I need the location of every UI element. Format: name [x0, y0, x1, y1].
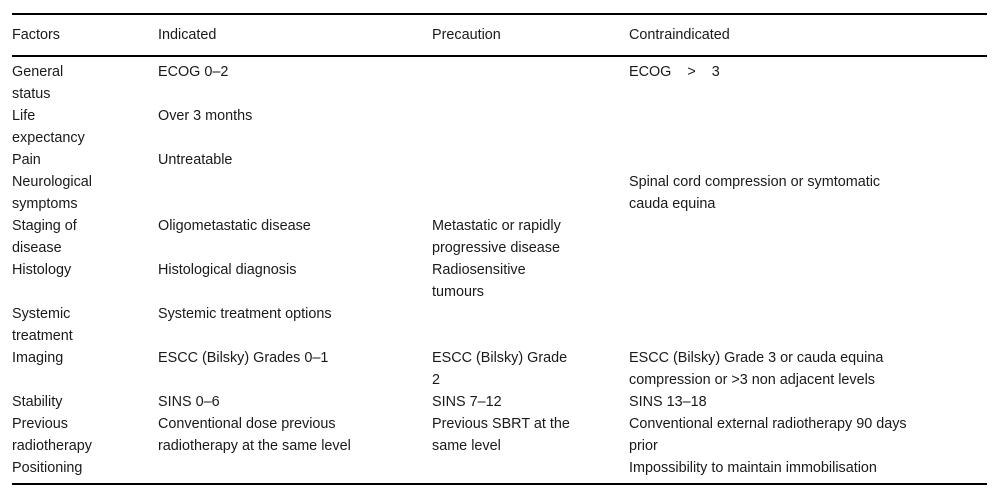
table-header-rule [12, 55, 987, 57]
cell-text-factors: Pain [12, 152, 41, 168]
table-cell-indicated: Histological diagnosis [158, 259, 432, 303]
cell-text-indicated: Over 3 months [158, 108, 253, 124]
table-cell-precaution [432, 105, 629, 149]
table-row: Histology Histological diagnosis Radiosens… [12, 259, 987, 303]
cell-text-indicated: Systemic treatment options [158, 306, 332, 322]
cell-text-contraindicated: SINS 13–18 [629, 394, 707, 410]
cell-text-contraindicated: Spinal cord compression or symtomatic ca… [629, 174, 881, 212]
table-cell-precaution [432, 171, 629, 215]
cell-text-contraindicated: ECOG > 3 [629, 64, 720, 80]
column-header-factors: Factors [12, 27, 60, 43]
table-cell-indicated: Over 3 months [158, 105, 432, 149]
cell-text-precaution: Previous SBRT at the same level [432, 416, 570, 454]
cell-text-indicated: Conventional dose previous radiotherapy … [158, 416, 351, 454]
cell-text-factors: Staging of disease [12, 218, 77, 256]
cell-text-factors: Previous radiotherapy [12, 416, 92, 454]
cell-text-precaution: Metastatic or rapidly progressive diseas… [432, 218, 561, 256]
table-bottom-rule [12, 483, 987, 485]
cell-text-factors: Life expectancy [12, 108, 85, 146]
cell-text-indicated: Histological diagnosis [158, 262, 297, 278]
cell-text-factors: Systemic treatment [12, 306, 73, 344]
table-cell-precaution [432, 303, 629, 347]
cell-text-contraindicated: ESCC (Bilsky) Grade 3 or cauda equina co… [629, 350, 884, 388]
table-cell-factors: Pain [12, 149, 158, 171]
table-row: Life expectancy Over 3 months [12, 105, 987, 149]
table-cell-contraindicated [629, 149, 987, 171]
table-header-row: Factors Indicated Precaution Contraindic… [12, 15, 987, 55]
cell-text-contraindicated: Conventional external radiotherapy 90 da… [629, 416, 907, 454]
table-row: Systemic treatment Systemic treatment opt… [12, 303, 987, 347]
table-cell-factors: Life expectancy [12, 105, 158, 149]
cell-text-factors: Histology [12, 262, 72, 278]
table-cell-factors: Stability [12, 391, 158, 413]
table-cell-contraindicated: Conventional external radiotherapy 90 da… [629, 413, 987, 457]
table-cell-contraindicated [629, 303, 987, 347]
sbrt-eligibility-table-body: General status ECOG 0–2 ECOG > 3 Life expec… [12, 57, 987, 483]
table-cell-factors: Neurological symptoms [12, 171, 158, 215]
table-body: General status ECOG 0–2 ECOG > 3 Life expec… [12, 57, 987, 483]
cell-text-indicated: Untreatable [158, 152, 233, 168]
table-cell-factors: General status [12, 57, 158, 105]
table-cell-precaution: Metastatic or rapidly progressive diseas… [432, 215, 629, 259]
cell-text-indicated: ESCC (Bilsky) Grades 0–1 [158, 350, 329, 366]
table-cell-factors: Staging of disease [12, 215, 158, 259]
table-header: Factors Indicated Precaution Contraindic… [12, 15, 987, 55]
cell-text-factors: Positioning [12, 460, 83, 476]
table-cell-precaution: Previous SBRT at the same level [432, 413, 629, 457]
sbrt-eligibility-table: Factors Indicated Precaution Contraindic… [12, 15, 987, 55]
table-cell-factors: Systemic treatment [12, 303, 158, 347]
table-cell-contraindicated [629, 259, 987, 303]
cell-text-factors: Imaging [12, 350, 64, 366]
table-cell-precaution: SINS 7–12 [432, 391, 629, 413]
table-row: Imaging ESCC (Bilsky) Grades 0–1 ESCC (Bil… [12, 347, 987, 391]
table-row: Stability SINS 0–6 SINS 7–12 SINS 13–18 [12, 391, 987, 413]
table-cell-contraindicated: SINS 13–18 [629, 391, 987, 413]
table-cell-contraindicated: Impossibility to maintain immobilisation [629, 457, 987, 483]
table-cell-precaution [432, 149, 629, 171]
table-row: Pain Untreatable [12, 149, 987, 171]
table-cell-contraindicated: Spinal cord compression or symtomatic ca… [629, 171, 987, 215]
table-cell-contraindicated: ECOG > 3 [629, 57, 987, 105]
table-row: Positioning Impossibility to maintain imm… [12, 457, 987, 483]
table-cell-contraindicated [629, 105, 987, 149]
column-header-precaution: Precaution [432, 27, 501, 43]
table-cell-factors: Histology [12, 259, 158, 303]
table-cell-indicated: Systemic treatment options [158, 303, 432, 347]
table-cell-contraindicated: ESCC (Bilsky) Grade 3 or cauda equina co… [629, 347, 987, 391]
table-cell-indicated: Oligometastatic disease [158, 215, 432, 259]
table-cell-factors: Previous radiotherapy [12, 413, 158, 457]
table-cell-precaution [432, 457, 629, 483]
table-cell-factors: Imaging [12, 347, 158, 391]
cell-text-indicated: Oligometastatic disease [158, 218, 311, 234]
table-cell-indicated [158, 457, 432, 483]
table-cell-indicated [158, 171, 432, 215]
table-cell-factors: Positioning [12, 457, 158, 483]
table-cell-indicated: SINS 0–6 [158, 391, 432, 413]
column-header-contraindicated: Contraindicated [629, 27, 730, 43]
cell-text-precaution: SINS 7–12 [432, 394, 502, 410]
table-cell-precaution: Radiosensitive tumours [432, 259, 629, 303]
cell-text-indicated: ECOG 0–2 [158, 64, 229, 80]
cell-text-factors: Stability [12, 394, 63, 410]
cell-text-factors: Neurological symptoms [12, 174, 92, 212]
cell-text-indicated: SINS 0–6 [158, 394, 220, 410]
cell-text-precaution: ESCC (Bilsky) Grade 2 [432, 350, 568, 388]
table-cell-indicated: ESCC (Bilsky) Grades 0–1 [158, 347, 432, 391]
table-cell-contraindicated [629, 215, 987, 259]
table-row: Neurological symptoms Spinal cord compres… [12, 171, 987, 215]
table-cell-precaution [432, 57, 629, 105]
table-cell-indicated: Untreatable [158, 149, 432, 171]
table-row: General status ECOG 0–2 ECOG > 3 [12, 57, 987, 105]
table-cell-indicated: ECOG 0–2 [158, 57, 432, 105]
column-header-indicated: Indicated [158, 27, 217, 43]
table-row: Staging of disease Oligometastatic diseas… [12, 215, 987, 259]
table-cell-indicated: Conventional dose previous radiotherapy … [158, 413, 432, 457]
cell-text-precaution: Radiosensitive tumours [432, 262, 526, 300]
table-top-rule [12, 13, 987, 15]
table-row: Previous radiotherapy Conventional dose p… [12, 413, 987, 457]
cell-text-factors: General status [12, 64, 64, 102]
factors-criteria-table: Factors Indicated Precaution Contraindic… [12, 13, 987, 485]
cell-text-contraindicated: Impossibility to maintain immobilisation [629, 460, 877, 476]
table-cell-precaution: ESCC (Bilsky) Grade 2 [432, 347, 629, 391]
